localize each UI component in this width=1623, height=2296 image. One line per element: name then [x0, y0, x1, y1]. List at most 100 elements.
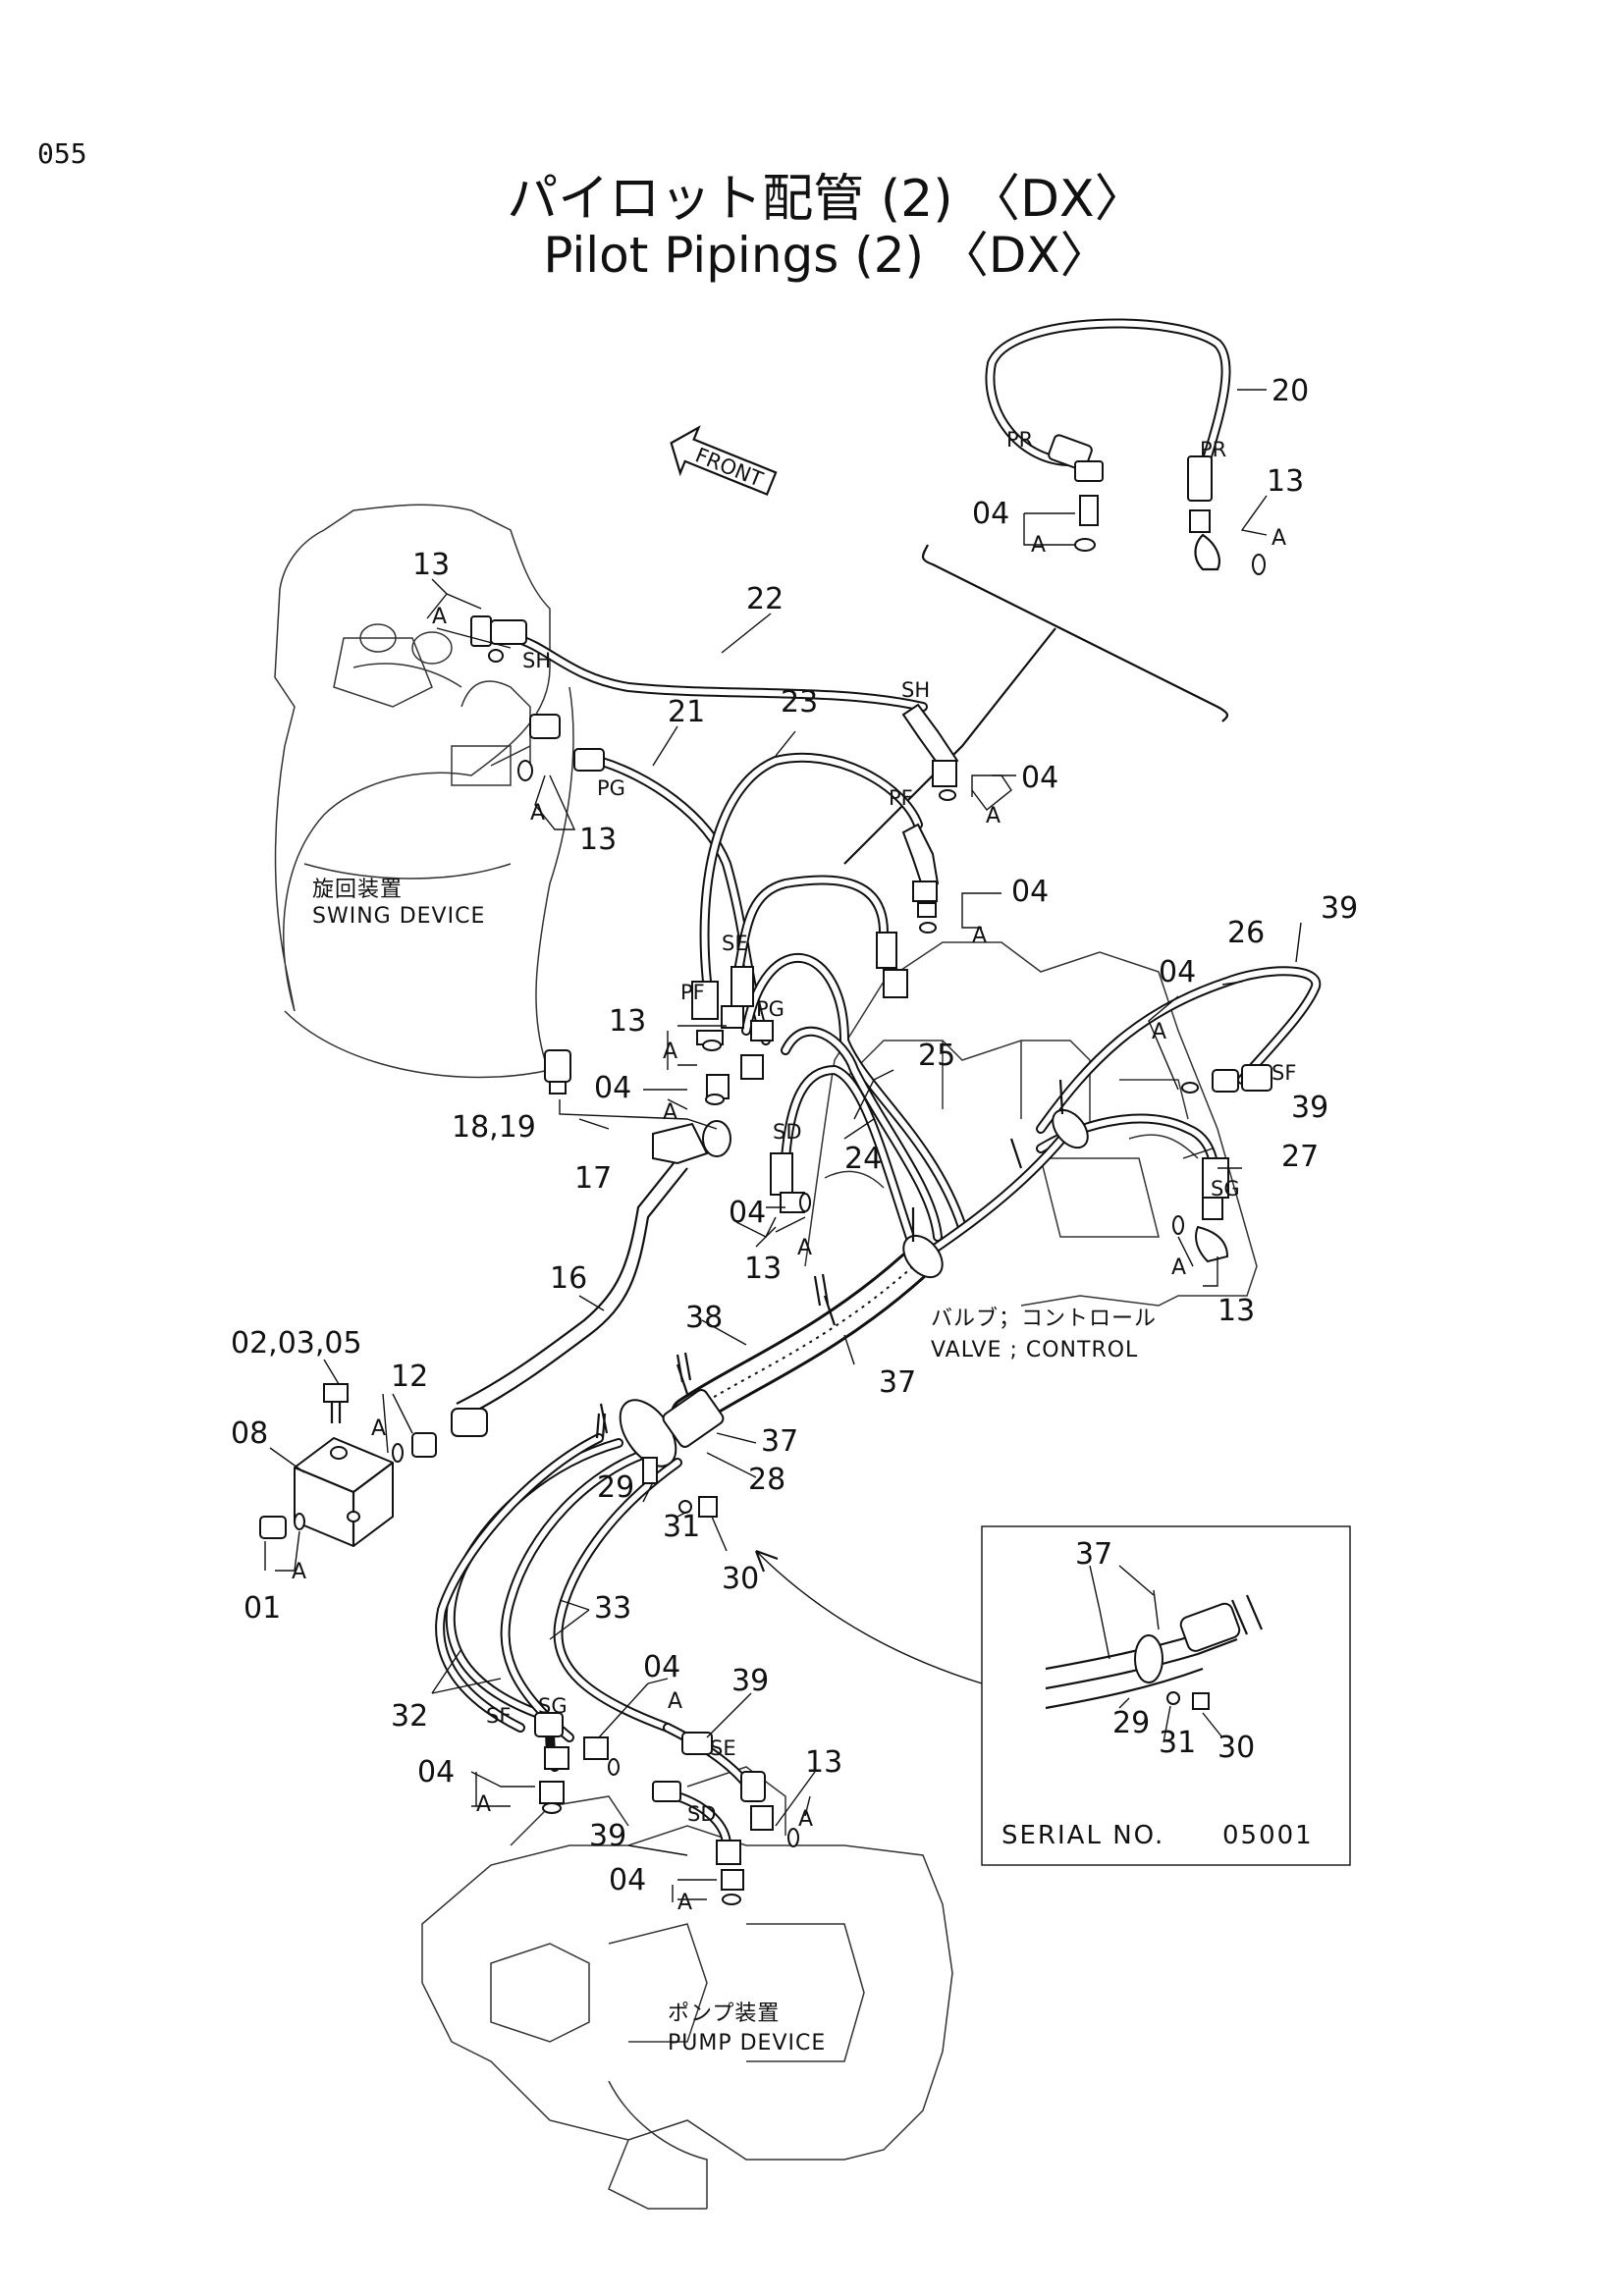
- callout-20: 20: [1271, 374, 1309, 408]
- a-mark-12: A: [668, 1689, 683, 1714]
- callout-39-d: 39: [589, 1819, 626, 1853]
- port-sd-1: SD: [773, 1120, 802, 1144]
- port-pg-1: PG: [597, 776, 625, 800]
- port-pr-left: PR: [1006, 428, 1033, 452]
- port-sg-1: SG: [1211, 1177, 1240, 1201]
- a-mark-14: A: [798, 1807, 814, 1832]
- port-sd-2: SD: [687, 1802, 717, 1826]
- port-labels: SH SH PG PF SE PF PG SD SF SG SF SG SE S…: [486, 649, 1296, 1826]
- callout-39-b: 39: [1291, 1091, 1328, 1125]
- port-pf-2: PF: [680, 981, 705, 1004]
- callout-37-b: 37: [761, 1424, 798, 1459]
- callout-32: 32: [391, 1699, 428, 1734]
- leader-lines: [264, 578, 1302, 1902]
- callout-04-a: 04: [1021, 761, 1058, 795]
- a-mark-15: A: [677, 1891, 693, 1915]
- port-se-1: SE: [722, 932, 748, 955]
- a-mark-11: A: [292, 1560, 307, 1584]
- corrugated-tube-38: [599, 1079, 1089, 1468]
- callout-33: 33: [594, 1591, 631, 1626]
- callout-29: 29: [597, 1470, 634, 1505]
- inset-callout-37: 37: [1075, 1537, 1112, 1572]
- callout-18-19: 18,19: [452, 1110, 536, 1145]
- callout-13-a: 13: [412, 548, 450, 582]
- callout-numbers: 13 A 22 21 23 A 13 04 A 04 A 26 39 04 A …: [231, 548, 1358, 1915]
- main-hoses: [435, 633, 1322, 1850]
- a-mark-13: A: [476, 1792, 492, 1817]
- callout-04-b: 04: [1011, 875, 1049, 909]
- a-mark-2: A: [530, 801, 546, 826]
- control-valve-label-en: VALVE ; CONTROL: [931, 1338, 1138, 1362]
- callout-13-f: 13: [805, 1745, 842, 1780]
- a-mark-5: A: [1152, 1020, 1167, 1044]
- callout-04-c: 04: [1159, 955, 1196, 989]
- callout-26: 26: [1227, 916, 1265, 950]
- a-mark-8: A: [663, 1100, 678, 1125]
- title-english: Pilot Pipings (2) 〈DX〉: [543, 227, 1109, 284]
- serial-inset-box: 37 29 31 30 SERIAL NO. 05001: [981, 1525, 1351, 1866]
- control-valve-drawing: [804, 941, 1258, 1307]
- callout-21: 21: [668, 695, 705, 729]
- callout-24: 24: [844, 1142, 882, 1176]
- inset-callout-30: 30: [1217, 1731, 1255, 1765]
- a-mark-top-left: A: [1031, 533, 1047, 558]
- callout-04-top: 04: [972, 497, 1009, 531]
- callout-02-03-05: 02,03,05: [231, 1326, 362, 1361]
- callout-04-e: 04: [729, 1196, 766, 1230]
- callout-25: 25: [918, 1039, 955, 1073]
- port-sh-1: SH: [522, 649, 551, 672]
- callout-04-g: 04: [417, 1755, 455, 1789]
- swing-device-label-en: SWING DEVICE: [312, 904, 485, 929]
- a-mark-6: A: [1171, 1255, 1187, 1280]
- callout-13-d: 13: [609, 1004, 646, 1039]
- callout-38: 38: [685, 1301, 723, 1335]
- a-mark-top-right: A: [1271, 526, 1287, 551]
- port-sg-2: SG: [538, 1694, 568, 1718]
- a-mark-7: A: [663, 1040, 678, 1064]
- serial-number: 05001: [1222, 1821, 1314, 1850]
- device-labels: 旋回装置 SWING DEVICE バルブ；コントロール VALVE ; CON…: [312, 878, 1157, 2056]
- callout-13-c: 13: [1217, 1294, 1255, 1328]
- port-se-2: SE: [710, 1736, 736, 1760]
- callout-28: 28: [748, 1463, 785, 1497]
- callout-17: 17: [574, 1161, 612, 1196]
- swing-device-drawing: [274, 504, 574, 1079]
- port-sf-1: SF: [1271, 1061, 1296, 1085]
- port-sh-2: SH: [901, 678, 930, 702]
- inset-callout-31: 31: [1159, 1726, 1196, 1760]
- a-mark-3: A: [986, 804, 1001, 828]
- callout-12: 12: [391, 1360, 428, 1394]
- port-sf-2: SF: [486, 1704, 511, 1728]
- a-mark-1: A: [432, 605, 448, 629]
- callout-37-a: 37: [879, 1365, 916, 1400]
- callout-13-e: 13: [744, 1252, 782, 1286]
- a-mark-9: A: [797, 1236, 813, 1260]
- callout-13-top: 13: [1267, 464, 1304, 499]
- callout-04-f: 04: [643, 1650, 680, 1684]
- pump-device-label-jp: ポンプ装置: [668, 2002, 780, 2026]
- page-number: 055: [37, 137, 87, 170]
- swing-device-label-jp: 旋回装置: [312, 878, 403, 902]
- fittings: [259, 615, 1272, 1905]
- callout-30: 30: [722, 1562, 759, 1596]
- front-label: FRONT: [692, 444, 767, 492]
- callout-22: 22: [746, 582, 784, 616]
- inset-leader-arrowhead: [754, 1549, 779, 1573]
- control-valve-label-jp: バルブ；コントロール: [931, 1307, 1157, 1331]
- callout-23: 23: [781, 685, 818, 720]
- pump-device-drawing: [421, 1766, 953, 2210]
- callout-27: 27: [1281, 1140, 1319, 1174]
- port-pf-1: PF: [889, 786, 913, 810]
- hose-20-assembly: 20 PR PR 04 A 13 A: [843, 318, 1309, 865]
- callout-01: 01: [243, 1591, 281, 1626]
- callout-04-h: 04: [609, 1863, 646, 1897]
- callout-08: 08: [231, 1416, 268, 1451]
- port-pg-2: PG: [756, 997, 784, 1021]
- inset-leader: [755, 1550, 983, 1684]
- serial-label: SERIAL NO.: [1001, 1821, 1164, 1850]
- title-japanese: パイロット配管 (2) 〈DX〉: [507, 170, 1146, 229]
- callout-13-b: 13: [579, 823, 617, 857]
- a-mark-4: A: [972, 924, 988, 948]
